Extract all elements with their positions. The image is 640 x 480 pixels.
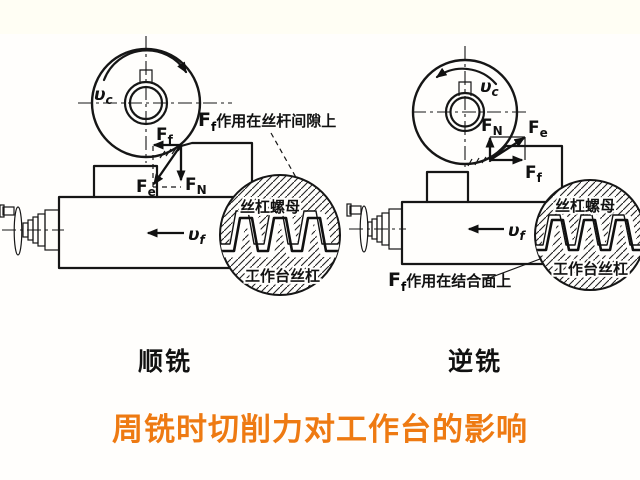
milling-cutter bbox=[411, 58, 519, 166]
nut-label-left: 丝杠螺母 bbox=[240, 198, 300, 216]
screw-label-right: 工作台丝杠 bbox=[553, 260, 628, 278]
crank-pin bbox=[349, 205, 362, 215]
force-ff-label: Ff bbox=[156, 125, 174, 147]
annotation-left: Ff作用在丝杆间隙上 bbox=[198, 109, 336, 134]
cutting-speed-label: υc bbox=[94, 85, 113, 107]
force-diagram-right: FN Fe Ff bbox=[481, 116, 548, 185]
workpiece-uncut-step bbox=[179, 141, 254, 199]
cutter-bore-outer bbox=[123, 80, 169, 126]
keyway bbox=[458, 81, 472, 96]
cutter-bore-outer bbox=[444, 91, 486, 133]
screw-detail-left: 丝杠螺母 工作台丝杠 bbox=[219, 174, 341, 296]
left-milling-diagram: υc bbox=[0, 36, 341, 296]
top-strip bbox=[0, 0, 640, 34]
annotation-right: Ff作用在结合面上 bbox=[388, 269, 511, 294]
cutting-speed-label: υc bbox=[480, 77, 499, 99]
milling-diagram-canvas: υc bbox=[0, 36, 640, 296]
force-fe-arrow bbox=[153, 144, 182, 186]
force-fe-label: Fe bbox=[528, 118, 548, 140]
force-ff-label: Ff bbox=[525, 163, 543, 185]
screw-label-left: 工作台丝杠 bbox=[245, 267, 320, 285]
chip-zone-hatch bbox=[467, 156, 487, 167]
right-milling-diagram: υc bbox=[346, 46, 640, 294]
feed-speed-label: υf bbox=[508, 221, 526, 243]
thread-profile-right bbox=[535, 214, 640, 256]
rotation-arrow-cw bbox=[102, 49, 188, 82]
cutter-bore-inner bbox=[128, 85, 164, 121]
caption-conventional-milling: 逆铣 bbox=[447, 347, 502, 376]
nut-thread-outline bbox=[535, 214, 640, 246]
screw-detail-right: 丝杠螺母 工作台丝杠 bbox=[534, 179, 640, 291]
force-fe-label: Fe bbox=[136, 177, 156, 199]
rotation-arrow-ccw bbox=[435, 67, 498, 86]
keyway bbox=[139, 69, 153, 84]
annotation-leader-left bbox=[270, 132, 299, 182]
page-title: 周铣时切削力对工作台的影响 bbox=[112, 412, 528, 448]
force-fn-label: FN bbox=[185, 175, 207, 197]
annotation-leader-right bbox=[483, 258, 541, 281]
force-fe-arrow bbox=[489, 137, 526, 161]
crank-pin bbox=[2, 206, 15, 216]
nut-label-right: 丝杠螺母 bbox=[555, 197, 615, 215]
caption-climb-milling: 顺铣 bbox=[137, 347, 192, 376]
feed-speed-label: υf bbox=[188, 225, 206, 247]
force-diagram-left: Ff FN Fe bbox=[136, 125, 207, 199]
crank-handle bbox=[13, 206, 23, 256]
handwheel-right bbox=[346, 203, 406, 253]
cutter-bore-inner bbox=[449, 96, 481, 128]
workpiece-machined-block bbox=[425, 170, 470, 204]
force-fn-label: FN bbox=[481, 116, 503, 138]
screw-thread-outline bbox=[220, 216, 340, 253]
screw-thread-outline bbox=[536, 218, 640, 252]
handwheel-left bbox=[0, 204, 64, 256]
crank-handle bbox=[359, 205, 369, 253]
detail-circle bbox=[534, 179, 640, 291]
detail-circle bbox=[219, 174, 341, 296]
nut-thread-outline bbox=[220, 210, 338, 245]
thread-profile-left bbox=[220, 210, 340, 258]
milling-cutter bbox=[90, 47, 202, 159]
